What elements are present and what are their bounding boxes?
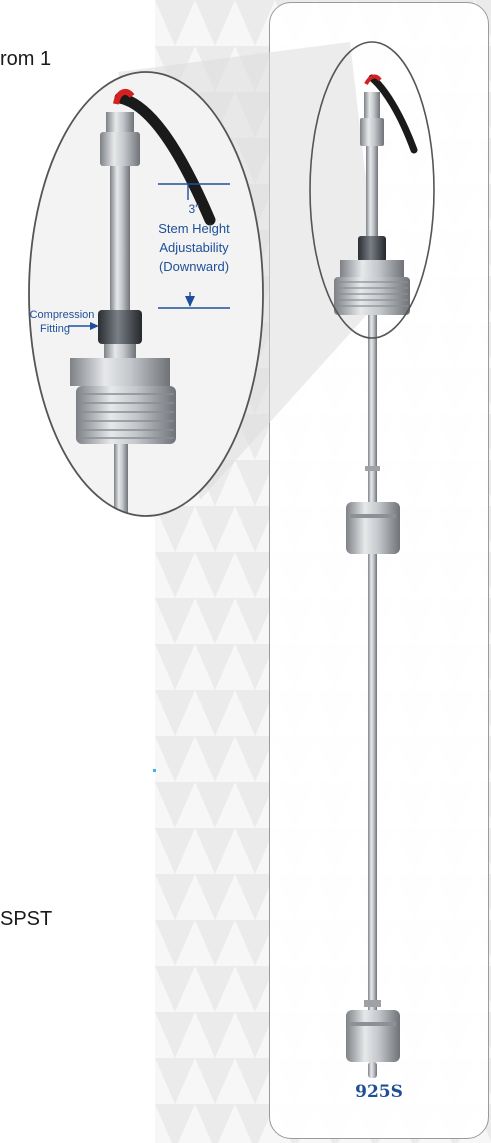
height-dimension xyxy=(158,183,230,309)
height-value: 3" xyxy=(189,202,200,216)
model-label: 925S xyxy=(355,1082,403,1102)
fitting-arrow xyxy=(68,322,99,330)
truncated-text-top: rom 1 xyxy=(0,48,52,70)
sensor-full xyxy=(334,74,418,1078)
fitting-label-line2: Fitting xyxy=(40,323,70,335)
truncated-text-bottom: SPST xyxy=(0,908,53,930)
accent-dot xyxy=(153,769,156,772)
height-label-line2: Adjustability xyxy=(159,240,229,255)
fitting-label-line1: Compression xyxy=(30,309,95,321)
height-label-line1: Stem Height xyxy=(158,221,230,236)
magnified-view xyxy=(28,71,264,517)
magnifier-ring-small xyxy=(309,41,435,339)
height-label-line3: (Downward) xyxy=(159,259,229,274)
